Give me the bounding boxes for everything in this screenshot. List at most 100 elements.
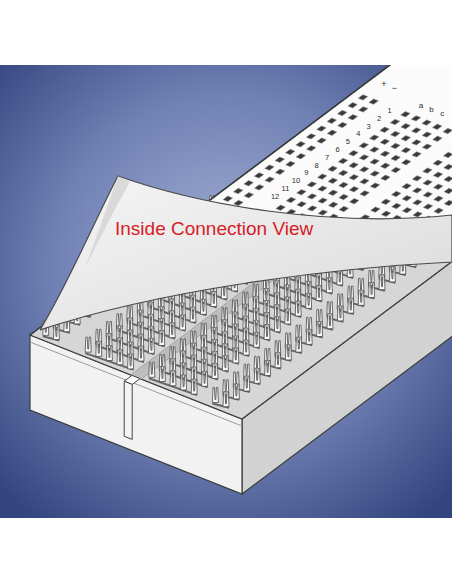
contact-hole xyxy=(401,136,410,141)
contact-hole xyxy=(268,369,277,374)
contact-hole xyxy=(89,346,98,351)
label-anchor: 3 xyxy=(367,115,371,133)
contact-hole xyxy=(433,172,442,177)
contact-hole xyxy=(412,140,421,145)
clip-prong xyxy=(348,298,354,313)
contact-hole xyxy=(277,289,286,294)
contact-hole xyxy=(278,349,287,354)
contact-hole xyxy=(340,278,349,283)
contact-hole xyxy=(267,285,276,290)
clip-prong xyxy=(159,331,165,346)
contact-hole xyxy=(310,338,319,343)
clip-prong xyxy=(148,338,154,353)
contact-hole xyxy=(307,182,316,187)
clip-prong xyxy=(327,314,333,329)
contact-hole xyxy=(205,356,214,361)
clip-prong xyxy=(181,375,187,390)
clip-prong xyxy=(117,350,123,365)
contact-hole xyxy=(341,314,350,319)
contact-hole xyxy=(381,163,390,168)
contact-hole xyxy=(309,278,318,283)
contact-hole xyxy=(328,178,337,183)
spring-clip xyxy=(222,308,270,341)
contact-hole xyxy=(193,304,202,309)
contact-hole xyxy=(338,110,347,115)
contact-hole xyxy=(223,196,232,201)
spring-clip xyxy=(212,388,229,408)
contact-hole xyxy=(296,142,305,147)
contact-hole xyxy=(268,357,277,362)
contact-hole xyxy=(206,404,215,409)
clip-prong xyxy=(212,388,218,403)
contact-hole xyxy=(319,282,328,287)
clip-prong xyxy=(159,367,165,382)
contact-hole xyxy=(163,363,172,368)
contact-hole xyxy=(393,275,402,280)
contact-hole xyxy=(247,337,256,342)
spring-clip xyxy=(116,314,164,347)
contact-hole xyxy=(380,139,389,144)
contact-hole xyxy=(381,175,390,180)
contact-hole xyxy=(99,350,108,355)
contact-hole xyxy=(339,206,348,211)
contact-hole xyxy=(360,191,369,196)
contact-hole xyxy=(401,112,410,117)
contact-hole xyxy=(141,307,150,312)
row-number: 7 xyxy=(325,153,329,162)
contact-hole xyxy=(184,347,193,352)
label-anchor: 12 xyxy=(271,185,279,203)
row-number: 5 xyxy=(346,137,350,146)
contact-hole xyxy=(173,331,182,336)
contact-hole xyxy=(57,333,66,338)
contact-hole xyxy=(279,361,288,366)
contact-hole xyxy=(141,319,150,324)
contact-hole xyxy=(330,274,339,279)
contact-hole xyxy=(309,290,318,295)
contact-hole xyxy=(360,179,369,184)
contact-hole xyxy=(130,314,139,319)
contact-hole xyxy=(195,376,204,381)
contact-hole xyxy=(351,271,360,276)
contact-hole xyxy=(433,136,442,141)
clip-prong xyxy=(138,346,144,361)
clip-prong xyxy=(285,345,291,360)
contact-hole xyxy=(338,158,347,163)
contact-hole xyxy=(444,164,452,169)
contact-hole xyxy=(286,149,295,154)
contact-hole xyxy=(403,268,412,273)
contact-hole xyxy=(320,318,329,323)
clip-prong xyxy=(265,361,271,376)
contact-hole xyxy=(297,202,306,207)
contact-hole xyxy=(234,200,243,205)
contact-hole xyxy=(320,330,329,335)
spring-clip xyxy=(232,300,280,333)
clip-prong xyxy=(233,384,239,399)
contact-hole xyxy=(307,146,316,151)
label-anchor: 5 xyxy=(346,130,350,148)
contact-hole xyxy=(299,298,308,303)
clip-prong xyxy=(211,292,217,307)
contact-hole xyxy=(78,353,87,358)
contact-hole xyxy=(328,166,337,171)
contact-hole xyxy=(330,310,339,315)
contact-hole xyxy=(195,388,204,393)
contact-hole xyxy=(331,322,340,327)
contact-hole xyxy=(423,180,432,185)
contact-hole xyxy=(194,316,203,321)
label-anchor: + xyxy=(381,73,386,91)
contact-hole xyxy=(236,344,245,349)
contact-hole xyxy=(318,198,327,203)
sheet-shape xyxy=(40,176,452,330)
contact-hole xyxy=(275,157,284,162)
contact-hole xyxy=(110,330,119,335)
clip-prong xyxy=(306,293,312,308)
contact-hole xyxy=(120,334,129,339)
contact-hole xyxy=(247,373,256,378)
contact-hole xyxy=(174,379,183,384)
contact-hole xyxy=(131,326,140,331)
contact-hole xyxy=(204,308,213,313)
row-number: 4 xyxy=(356,129,360,138)
clip-prong xyxy=(274,317,280,332)
clip-prong xyxy=(275,353,281,368)
clip-prong xyxy=(264,325,270,340)
